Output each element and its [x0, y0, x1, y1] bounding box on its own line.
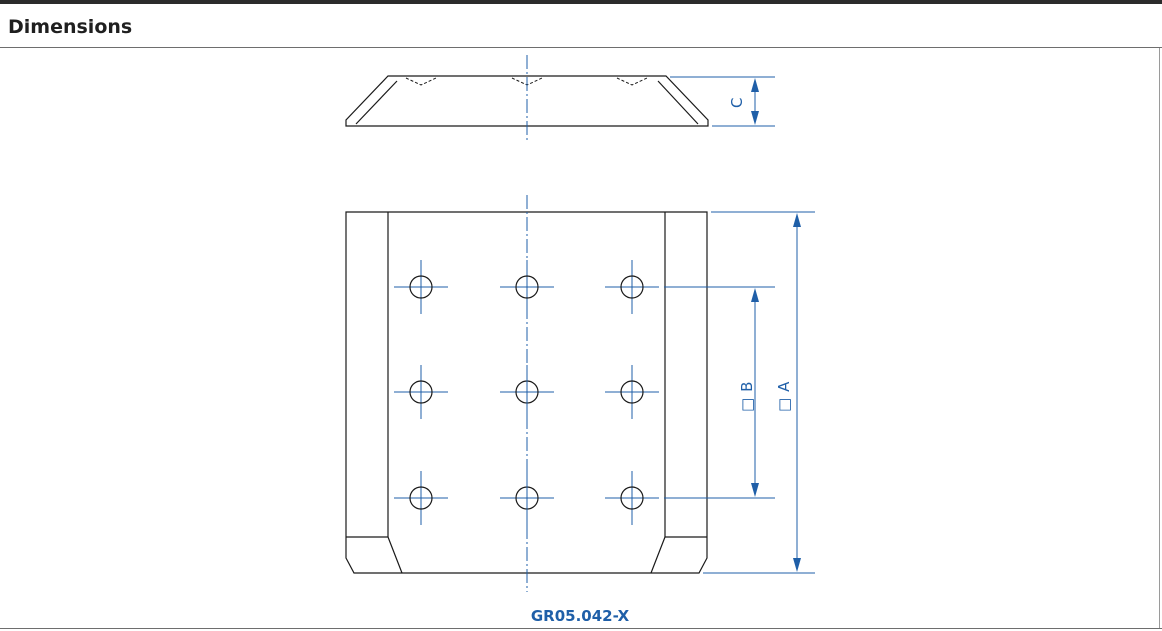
side-view [345, 75, 709, 127]
top-view [345, 211, 708, 574]
dimension-a [703, 211, 815, 574]
dimension-b-label: □B [738, 382, 756, 412]
part-number: GR05.042-X [531, 607, 630, 625]
dimension-b-letter: B [738, 382, 756, 392]
hole-circle [620, 380, 644, 404]
section-header: Dimensions [0, 4, 1162, 48]
square-symbol-a: □ [775, 398, 793, 412]
hole-circle [515, 275, 539, 299]
side-view-outline [345, 75, 709, 127]
dimension-b [664, 286, 775, 499]
mounting-hole [605, 471, 659, 525]
right-border [1159, 48, 1160, 628]
bottom-border [0, 628, 1162, 629]
mounting-hole [394, 365, 448, 419]
hole-circle [620, 486, 644, 510]
top-rule [0, 0, 1162, 4]
dimension-a-letter: A [775, 381, 793, 392]
dimension-c [670, 76, 775, 127]
hole-circle [409, 275, 433, 299]
side-view-chamfer-right [657, 80, 699, 125]
top-view-outline [345, 211, 708, 574]
hole-circle [409, 380, 433, 404]
square-symbol-b: □ [738, 398, 756, 412]
dimension-c-label: C [728, 98, 746, 108]
hole-circle [620, 275, 644, 299]
hole-grid [394, 260, 659, 525]
side-view-chamfer-left [355, 80, 398, 125]
mounting-hole [394, 260, 448, 314]
right-corner-chamfer [650, 536, 707, 574]
left-corner-chamfer [346, 536, 403, 574]
hole-circle [409, 486, 433, 510]
mounting-hole [605, 260, 659, 314]
mounting-hole [605, 365, 659, 419]
section-title: Dimensions [8, 16, 133, 38]
dimension-a-label: □A [775, 381, 793, 412]
mounting-hole [394, 471, 448, 525]
